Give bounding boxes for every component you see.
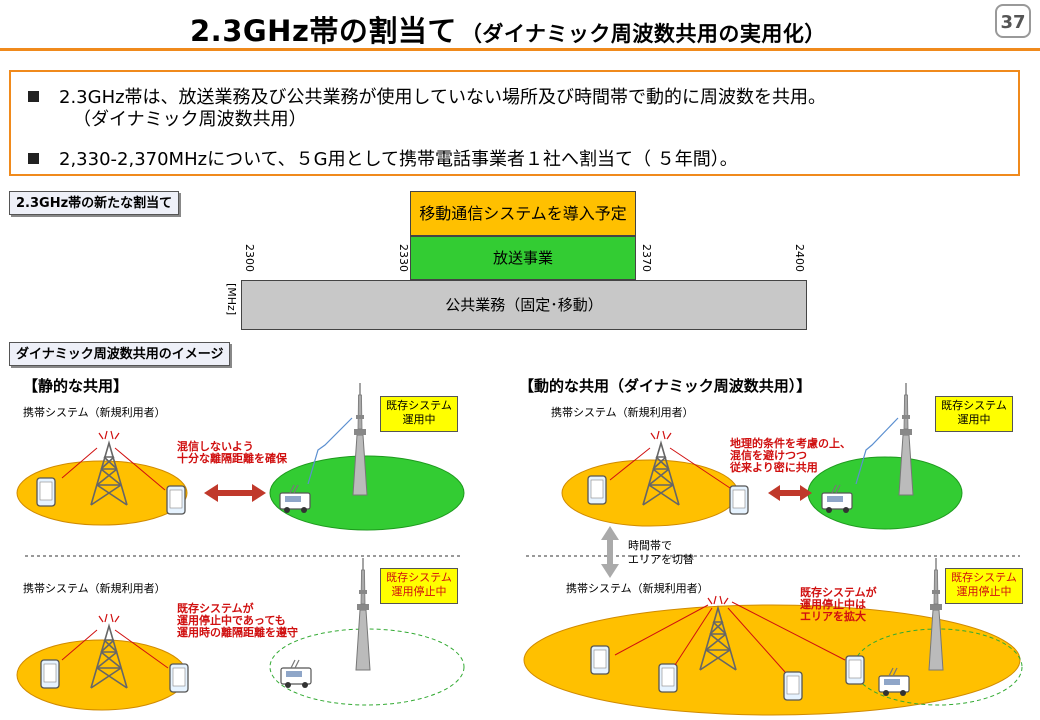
dynamic-top-cell-label: 携帯システム（新規利用者） <box>551 406 694 419</box>
bullet-1-text: 2.3GHz帯は、放送業務及び公共業務が使用していない場所及び時間帯で動的に周波… <box>59 87 827 108</box>
dynamic-bottom-existing-label: 既存システム運用停止中 <box>945 568 1023 604</box>
dynamic-bottom-note: 既存システムが運用停止中はエリアを拡大 <box>800 586 877 623</box>
static-top-note: 混信しないよう十分な離隔距離を確保 <box>177 440 287 465</box>
tick-2300: 2300 <box>243 244 256 272</box>
static-bottom-cell-label: 携帯システム（新規利用者） <box>23 582 166 595</box>
static-top-mobile-area <box>16 460 188 526</box>
bullet-2-text: 2,330-2,370MHzについて、５G用として携帯電話事業者１社へ割当て（ … <box>59 149 738 170</box>
summary-bullet-1-cont: （ダイナミック周波数共用） <box>73 109 307 130</box>
static-sharing-heading: 【静的な共用】 <box>23 377 129 395</box>
page-title: 2.3GHz帯の割当て（ダイナミック周波数共用の実用化） <box>190 8 826 50</box>
image-section-label: ダイナミック周波数共用のイメージ <box>9 342 231 366</box>
dynamic-bottom-cell-label: 携帯システム（新規利用者） <box>566 582 709 595</box>
page-number: 37 <box>995 4 1031 38</box>
title-main: 2.3GHz帯の割当て <box>190 14 457 48</box>
static-top-cell-label: 携帯システム（新規利用者） <box>23 406 166 419</box>
broadcast-band: 放送事業 <box>410 236 636 280</box>
tick-2330: 2330 <box>397 244 410 272</box>
static-top-existing-label: 既存システム運用中 <box>380 396 458 432</box>
title-underline <box>0 48 1040 51</box>
title-sub: （ダイナミック周波数共用の実用化） <box>460 22 826 46</box>
summary-box: 2.3GHz帯は、放送業務及び公共業務が使用していない場所及び時間帯で動的に周波… <box>9 70 1020 176</box>
bullet-square-icon <box>28 91 39 102</box>
tick-2370: 2370 <box>640 244 653 272</box>
dynamic-top-existing-label: 既存システム運用中 <box>935 396 1013 432</box>
allocation-section-label: 2.3GHz帯の新たな割当て <box>9 191 180 215</box>
bullet-square-icon <box>28 153 39 164</box>
public-service-band: 公共業務（固定･移動） <box>241 280 807 330</box>
static-bottom-note: 既存システムが運用停止中であっても運用時の離隔距離を遵守 <box>177 602 298 639</box>
header: 2.3GHz帯の割当て（ダイナミック周波数共用の実用化） 37 <box>0 0 1040 51</box>
mobile-allocation-band: 移動通信システムを導入予定 <box>410 191 636 236</box>
static-bottom-existing-label: 既存システム運用停止中 <box>380 568 458 604</box>
dynamic-sharing-heading: 【動的な共用（ダイナミック周波数共用）】 <box>519 377 812 395</box>
unit-label: [MHz] <box>225 283 238 316</box>
tick-2400: 2400 <box>793 244 806 272</box>
summary-bullet-1: 2.3GHz帯は、放送業務及び公共業務が使用していない場所及び時間帯で動的に周波… <box>28 83 826 109</box>
summary-bullet-2: 2,330-2,370MHzについて、５G用として携帯電話事業者１社へ割当て（ … <box>28 145 738 171</box>
dynamic-switch-note: 時間帯でエリアを切替 <box>628 539 694 566</box>
dynamic-top-note: 地理的条件を考慮の上、混信を避けつつ従来より密に共用 <box>730 437 851 474</box>
